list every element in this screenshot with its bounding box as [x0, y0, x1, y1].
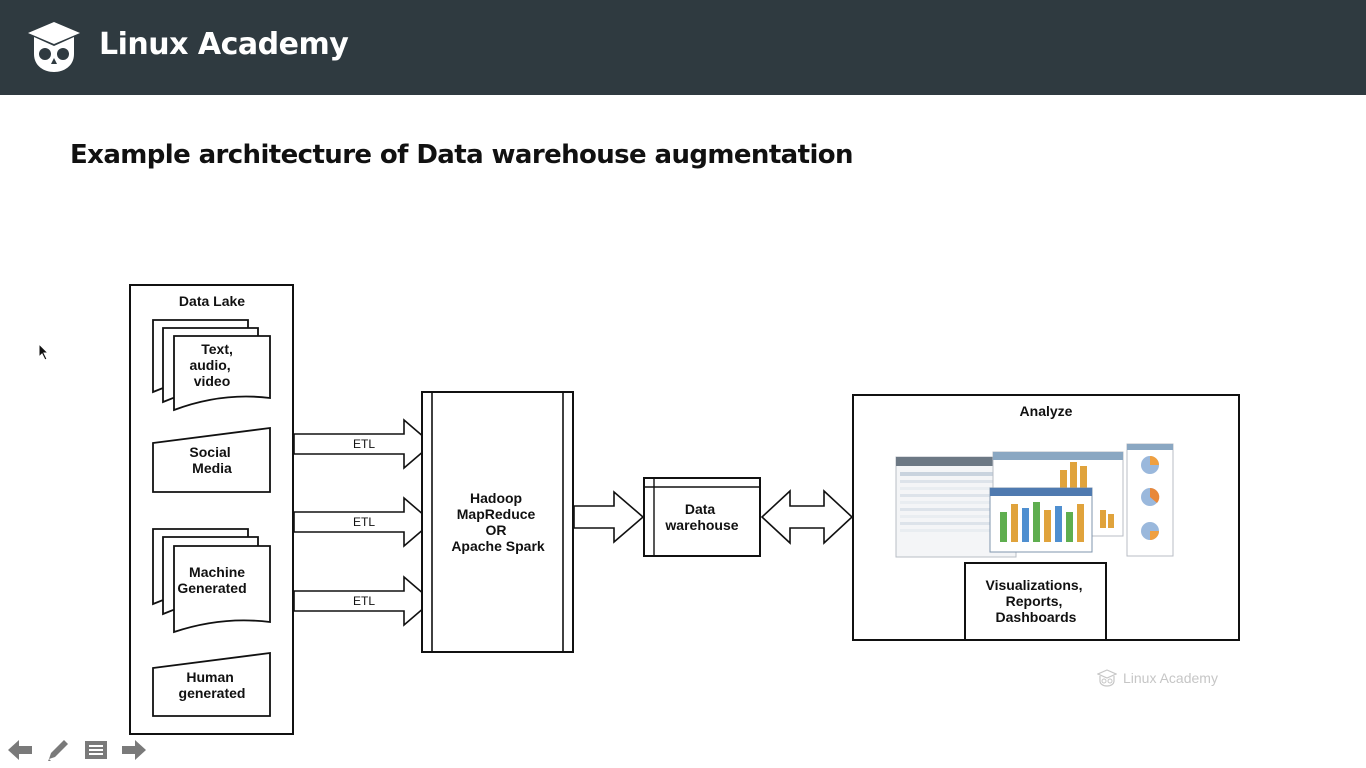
menu-icon	[85, 741, 107, 759]
source-1-line-1: Text,	[201, 341, 233, 357]
watermark-owl-icon	[1097, 669, 1117, 687]
slide-controls	[6, 736, 148, 764]
etl-arrow-1: ETL	[293, 418, 434, 470]
next-slide-button[interactable]	[120, 736, 148, 764]
watermark-text: Linux Academy	[1123, 670, 1218, 686]
dashboard-illustration	[895, 443, 1174, 558]
data-warehouse-box: Data warehouse	[643, 477, 761, 557]
pencil-icon	[48, 740, 68, 761]
svg-text:Text, audio, video: Text, audio, video	[189, 341, 236, 389]
source-1-line-2: audio,	[189, 357, 230, 373]
brand-name: Linux Academy	[99, 27, 349, 62]
top-bar: Linux Academy	[0, 0, 1366, 95]
svg-text:Social Media: Social Media	[189, 444, 234, 476]
svg-text:ETL: ETL	[353, 594, 375, 608]
svg-text:ETL: ETL	[353, 437, 375, 451]
bidirectional-arrow	[760, 489, 854, 545]
analyze-title: Analyze	[1020, 403, 1073, 419]
svg-text:Human generated: Human generated	[179, 669, 246, 701]
source-human-generated: Human generated	[152, 651, 271, 717]
svg-text:Data warehouse: Data warehouse	[664, 501, 738, 533]
owl-logo-icon	[28, 22, 80, 72]
svg-text:Visualizations, Reports,: Visualizations, Reports, Dashboards	[986, 577, 1087, 625]
watermark: Linux Academy	[1097, 669, 1218, 687]
etl-arrow-3: ETL	[293, 575, 434, 627]
source-machine-generated: Machine Generated	[152, 528, 271, 634]
mouse-cursor-icon	[38, 343, 50, 361]
arrow-to-warehouse	[573, 490, 645, 544]
etl-arrow-2: ETL	[293, 496, 434, 548]
source-text-audio-video: Text, audio, video	[152, 319, 271, 412]
arrow-left-icon	[8, 740, 32, 760]
svg-text:ETL: ETL	[353, 515, 375, 529]
svg-text:Hadoop MapReduce O: Hadoop MapReduce OR Apache Spark	[451, 490, 545, 554]
data-lake-title: Data Lake	[179, 293, 245, 309]
visualizations-box: Visualizations, Reports, Dashboards	[964, 562, 1107, 641]
slide-title: Example architecture of Data warehouse a…	[70, 140, 854, 170]
pen-tool-button[interactable]	[44, 736, 72, 764]
source-social-media: Social Media	[152, 426, 271, 493]
processing-box: Hadoop MapReduce OR Apache Spark	[421, 391, 574, 653]
slide-menu-button[interactable]	[82, 736, 110, 764]
svg-text:Machine Generated: Machine Generated	[177, 564, 249, 596]
previous-slide-button[interactable]	[6, 736, 34, 764]
arrow-right-icon	[122, 740, 146, 760]
source-1-line-3: video	[194, 373, 231, 389]
